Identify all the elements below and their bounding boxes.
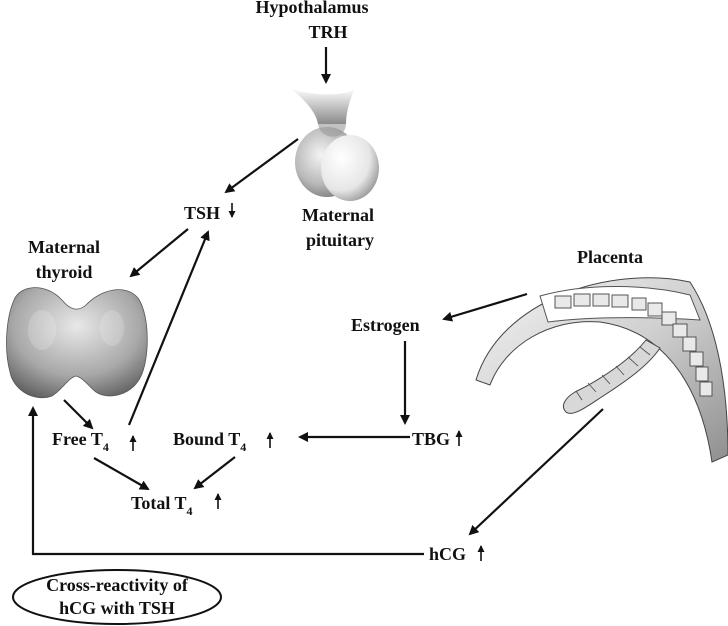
estrogen-label: Estrogen — [351, 315, 420, 335]
placenta-to-estrogen-arrow — [442, 292, 528, 322]
hcg-to-thyroid-arrow — [28, 406, 424, 556]
hcg-label: hCG — [429, 544, 466, 564]
pituitary-gland-illustration — [290, 88, 379, 201]
free-t4-to-total-t4-arrow — [93, 457, 150, 490]
maternal-pituitary-label-2: pituitary — [306, 230, 374, 250]
bound-t4-label: Bound T4 — [173, 429, 246, 454]
trh-label: TRH — [308, 22, 347, 42]
tbg-label: TBG — [412, 429, 450, 449]
placenta-to-hcg-arrow — [468, 408, 604, 536]
pituitary-to-tsh-arrow — [224, 138, 299, 194]
cross-reactivity-ellipse — [12, 569, 222, 625]
bound-t4-to-total-t4-arrow — [193, 456, 236, 490]
thyroid-to-free-t4-arrow — [63, 399, 94, 430]
placenta-illustration — [475, 277, 728, 463]
cross-reactivity-label-1: Cross-reactivity of — [46, 575, 189, 595]
free-t4-to-tsh-arrow — [127, 230, 210, 426]
cross-reactivity-label-2: hCG with TSH — [59, 598, 175, 618]
thyroid-gland-illustration — [6, 287, 148, 398]
hypothalamus-label: Hypothalamus — [255, 0, 368, 17]
maternal-pituitary-label-1: Maternal — [302, 205, 374, 225]
tsh-label: TSH — [184, 203, 220, 223]
maternal-thyroid-label-2: thyroid — [36, 262, 93, 282]
placenta-label: Placenta — [577, 247, 643, 267]
free-t4-label: Free T4 — [52, 429, 109, 454]
tsh-to-thyroid-arrow — [129, 228, 189, 278]
maternal-thyroid-label-1: Maternal — [28, 237, 100, 257]
total-t4-label: Total T4 — [131, 493, 193, 518]
